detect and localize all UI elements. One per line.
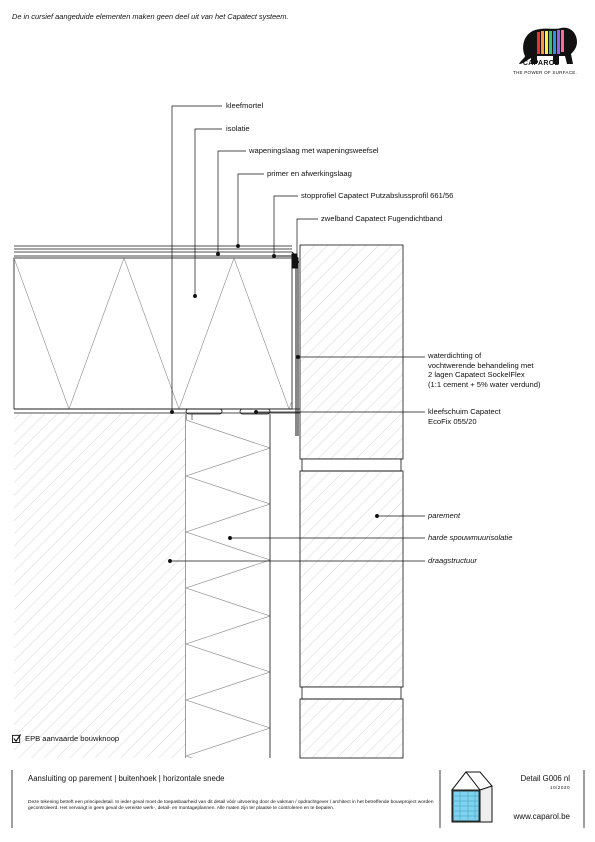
label-draagstructuur: draagstructuur [428, 556, 477, 565]
logo-tagline: THE POWER OF SURFACE. [513, 70, 577, 75]
epb-label: EPB aanvaarde bouwknoop [25, 734, 120, 743]
render-layers [14, 245, 292, 257]
label-waterdichting-line-1: waterdichting of [428, 351, 482, 360]
label-zwelband: zwelband Capatect Fugendichtband [321, 214, 443, 223]
facade-insulation [13, 257, 293, 410]
label-waterdichting-line-2: vochtwerende behandeling met [428, 360, 534, 370]
epb-badge: EPB aanvaarde bouwknoop [12, 734, 119, 743]
detail-number: Detail G006 nl [520, 774, 570, 783]
label-wapeningslaag: wapeningslaag met wapeningsweefsel [249, 146, 379, 155]
label-spouwmuurisolatie: harde spouwmuurisolatie [428, 533, 513, 542]
label-waterdichting-line-3: 2 lagen Capatect SockelFlex [428, 370, 525, 379]
label-parement: parement [428, 511, 461, 520]
caparol-elephant-logo [519, 27, 577, 64]
website-link[interactable]: www.caparol.be [513, 812, 570, 821]
label-waterdichting: waterdichting of vochtwerende behandelin… [428, 351, 541, 389]
detail-date: 10/2020 [549, 785, 570, 790]
disclaimer-text: Deze tekening betreft een principedetail… [28, 800, 434, 812]
detail-title: Aansluiting op parement | buitenhoek | h… [28, 774, 225, 783]
label-kleefmortel: kleefmortel [226, 101, 264, 110]
footer-frame [11, 770, 585, 828]
house-icon [450, 771, 493, 823]
label-kleefschuim: kleefschuim Capatect EcoFix 055/20 [428, 407, 501, 426]
stop-profile-and-sealing [273, 251, 299, 436]
checkbox-checked-icon [12, 734, 21, 743]
label-stopprofiel: stopprofiel Capatect Putzabslussprofil 6… [301, 191, 454, 200]
leader-lines [168, 105, 425, 563]
label-primer: primer en afwerkingslaag [267, 169, 352, 178]
adhesive-layer [14, 408, 300, 415]
logo-wordmark: CAPAROL [522, 60, 560, 67]
brick-facade [299, 244, 404, 759]
label-kleefschuim-line-1: kleefschuim Capatect [428, 407, 501, 416]
cavity-insulation [186, 414, 271, 758]
label-waterdichting-line-4: (1:1 cement + 5% water verdund) [428, 379, 541, 389]
load-bearing-wall [14, 414, 187, 758]
label-kleefschuim-line-2: EcoFix 055/20 [428, 416, 477, 426]
header-note: De in cursief aangeduide elementen maken… [12, 12, 289, 21]
label-isolatie: isolatie [226, 124, 250, 133]
